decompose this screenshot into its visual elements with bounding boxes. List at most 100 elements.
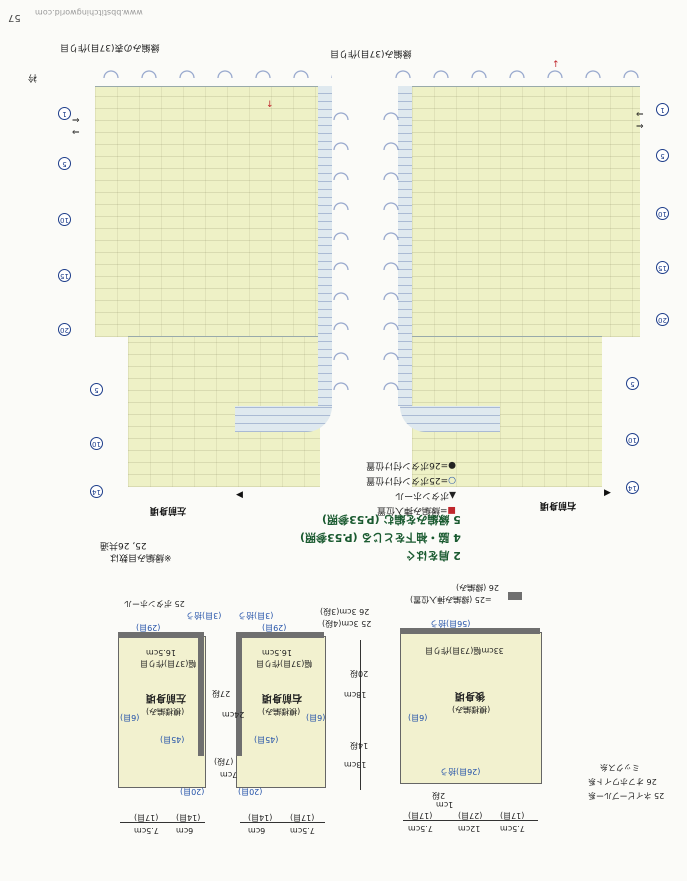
left-front-chart-upper	[95, 86, 320, 337]
back-dim: 7.5cm	[500, 824, 525, 833]
row-marker: 10	[90, 430, 103, 450]
back-neck-depth: 1cm	[436, 800, 454, 809]
right-front-hem-band	[236, 632, 324, 638]
left-front-dim-stitches: (14目)	[176, 813, 201, 822]
left-panel-title: 左前身頃	[150, 505, 187, 515]
legend: ●=26ボタン付け位置 ○=25ボタン付け位置 ▲ボタンホール ■=縁編み挿入位…	[336, 460, 456, 518]
back-width-dimension	[403, 820, 538, 821]
height-dimension	[360, 640, 361, 790]
left-front-edge-band	[198, 636, 204, 756]
row-marker: 1	[656, 96, 669, 116]
red-up-arrow-icon: ↑	[552, 60, 560, 70]
right-top-shell-edge	[384, 56, 642, 78]
row-arrow-icon: ⇐	[636, 110, 644, 120]
step-item: 4 脇・袖下をとじる (P.53参照)	[300, 531, 461, 544]
steps-list: 5 縁編みを編む (P.53参照) 4 脇・袖下をとじる (P.53参照) 2 …	[300, 512, 461, 564]
back-dim-stitches: (27目)	[458, 811, 483, 820]
right-front-dim: 7.5cm	[290, 826, 315, 835]
row-arrow-icon: ⇒	[636, 122, 644, 132]
row-arrow-icon: ⇒	[72, 116, 80, 126]
right-front-dim: 6cm	[248, 826, 266, 835]
buttonhole-label: 25 ボタンホール	[124, 599, 185, 608]
left-front-pick: (3目)拾う	[186, 611, 222, 620]
row-marker: 15	[58, 262, 71, 282]
left-front-band	[318, 86, 332, 406]
back-body-hem-band	[400, 628, 540, 634]
back-title: 後身頃	[455, 690, 485, 701]
right-panel-title: 右前身頃	[540, 500, 577, 510]
right-front-hem-label: 16.5cm	[262, 648, 293, 657]
right-front-dim-stitches: (14目)	[248, 813, 273, 822]
left-front-hem-label: 16.5cm	[146, 648, 177, 657]
row-marker: 5	[90, 376, 103, 396]
note-line: ※縁編み目数は	[110, 552, 172, 562]
height-label: 25 3cm(4段)	[322, 619, 372, 628]
right-front-chart-upper	[412, 86, 640, 337]
right-front-width-dimension	[240, 822, 325, 823]
back-neck-label: (26目)拾う	[440, 767, 481, 776]
left-front-dim: 6cm	[176, 826, 194, 835]
swatch-box	[508, 592, 522, 600]
buttonhole-triangle-icon: ▶	[604, 488, 611, 498]
legend-item: ●=26ボタン付け位置	[366, 460, 456, 470]
row-marker: 15	[656, 254, 669, 274]
left-neck-band	[235, 406, 332, 432]
right-front-pick: (3目)拾う	[238, 611, 274, 620]
right-front-dim-stitches: (17目)	[290, 813, 315, 822]
row-marker: 1	[58, 100, 71, 120]
row-marker: 10	[656, 200, 669, 220]
back-subtitle: (模様編み)	[452, 705, 491, 714]
right-front-height: 24cm	[222, 710, 245, 719]
back-neck-rows: 2段	[432, 791, 446, 800]
right-front-hem-stitches: 幅(37目)作り目	[256, 659, 313, 668]
height-label: 13cm	[344, 760, 367, 769]
row-marker: 20	[656, 306, 669, 326]
left-front-top-label: (29目)	[136, 623, 161, 632]
page-number: 57	[8, 12, 21, 23]
height-label: 18cm	[344, 690, 367, 699]
row-arrow-icon: ⇐	[72, 128, 80, 138]
back-dim-stitches: (17目)	[500, 811, 525, 820]
row-marker: 10	[58, 206, 71, 226]
row-marker: 5	[626, 370, 639, 390]
right-front-side-label: (6目)	[306, 713, 326, 722]
right-front-title: 右前身頃	[262, 692, 302, 703]
right-front-neck-label: (20目)	[238, 787, 263, 796]
left-front-schematic	[118, 636, 206, 788]
back-dim: 7.5cm	[408, 824, 433, 833]
swatch-label: =25 (縁編み挿入位置)	[410, 595, 492, 604]
right-side-shell-edge	[380, 90, 402, 410]
legend-item: ○=25ボタン付け位置	[366, 475, 456, 485]
red-up-arrow-icon: ↓	[266, 100, 274, 110]
left-front-side-label: (6目)	[120, 713, 140, 722]
left-front-subtitle: (模様編み)	[146, 707, 185, 716]
yarn-note: ミックス糸	[600, 763, 640, 772]
right-front-edge-band	[236, 636, 242, 756]
step-item: 5 縁編みを編む (P.53参照)	[322, 513, 461, 526]
height-rows: 14段	[350, 741, 369, 750]
top-cast-on-note: 縁編み(37目)作り目	[330, 48, 412, 58]
back-hem-label: 33cm幅(73目)作り目	[425, 646, 504, 655]
yarn-note: 25 ネイビーブルー系	[588, 791, 665, 800]
back-body-schematic	[400, 632, 542, 784]
row-marker: 20	[58, 316, 71, 336]
collar-label: 衿	[28, 72, 38, 82]
top-left-note: 縁編みの表(37目)作り目	[60, 42, 160, 52]
yarn-note: 26 オフホワイト系	[588, 777, 657, 786]
left-top-shell-edge	[92, 56, 332, 78]
left-side-shell-edge	[330, 90, 352, 410]
row-marker: 5	[58, 150, 71, 170]
back-dim: 12cm	[458, 824, 481, 833]
swatch-sub: 26 (縁編み)	[456, 583, 499, 592]
buttonhole-triangle-icon: ◀	[236, 490, 243, 500]
right-neck-band	[400, 406, 500, 432]
height-rows: 20段	[350, 669, 369, 678]
row-marker: 5	[656, 142, 669, 162]
left-front-title: 左前身頃	[146, 692, 186, 703]
left-front-dim: 7.5cm	[134, 826, 159, 835]
right-front-inner-label: (45目)	[254, 735, 279, 744]
row-marker: 14	[90, 478, 103, 498]
right-front-rows: 27段	[212, 689, 231, 698]
left-front-inner-label: (45目)	[160, 735, 185, 744]
